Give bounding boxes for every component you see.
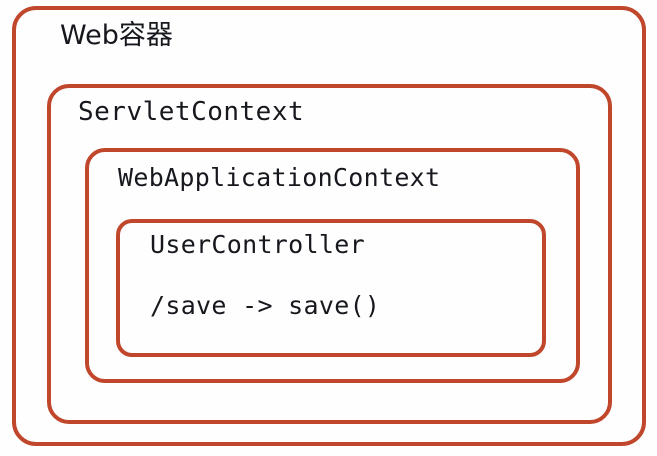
label-user-controller: UserController bbox=[150, 230, 365, 259]
box-web-container bbox=[12, 6, 646, 446]
label-web-application-context: WebApplicationContext bbox=[118, 163, 441, 192]
box-user-controller bbox=[116, 219, 546, 357]
label-user-controller-mapping: /save -> save() bbox=[150, 291, 381, 320]
box-servlet-context bbox=[47, 84, 612, 424]
label-web-container: Web容器 bbox=[60, 20, 173, 51]
box-web-application-context bbox=[85, 148, 580, 383]
label-servlet-context: ServletContext bbox=[78, 97, 305, 127]
